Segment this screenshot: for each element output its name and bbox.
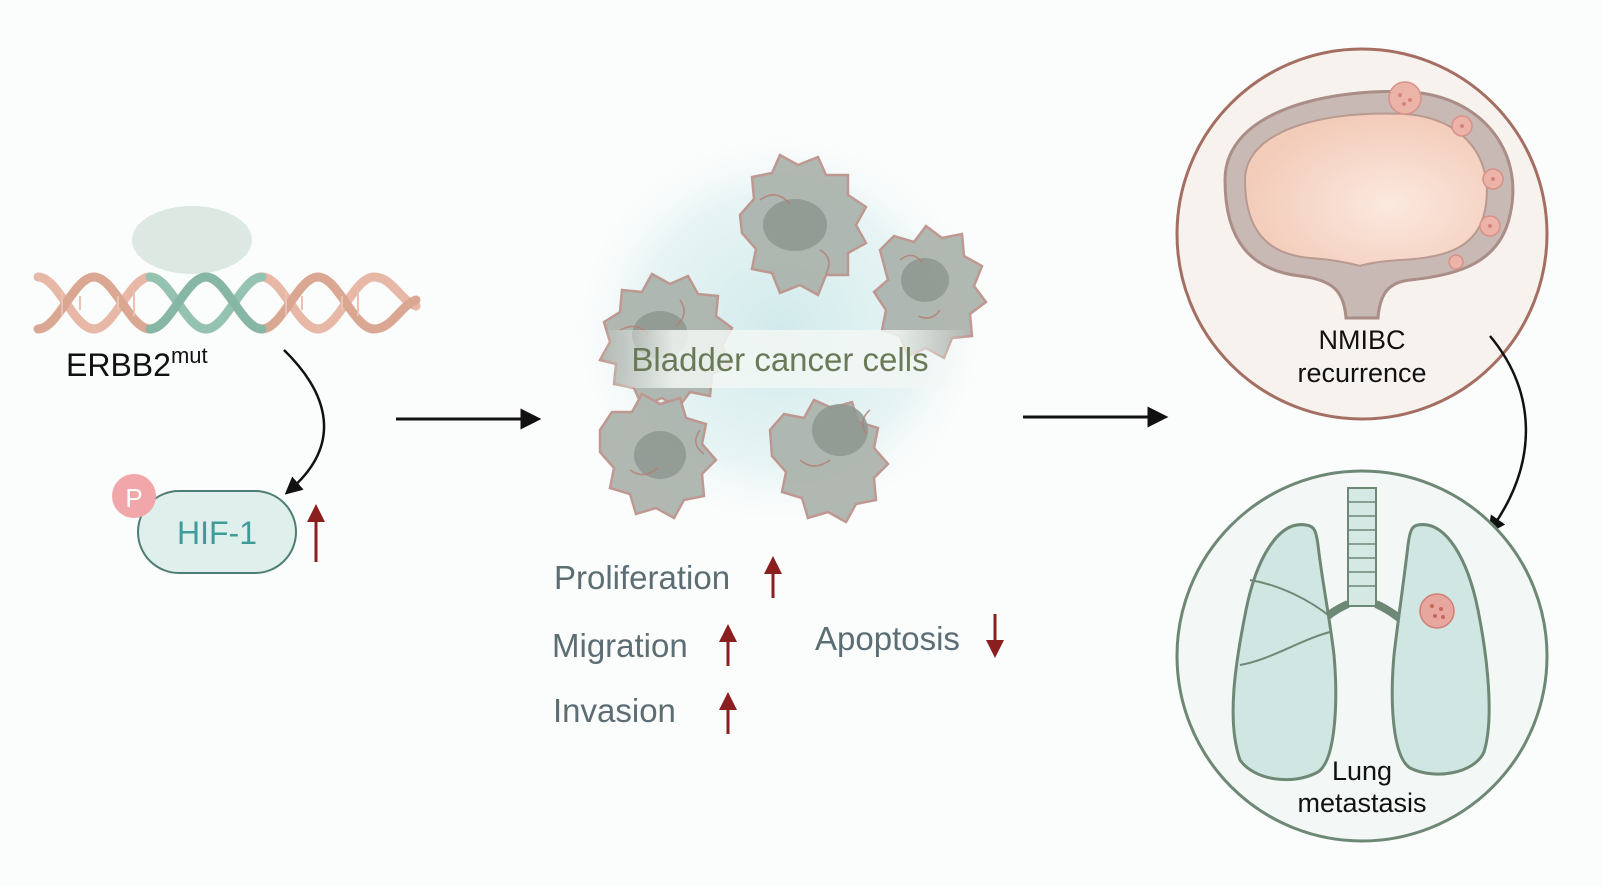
lung-metastasis-circle <box>1175 469 1549 843</box>
effect-label: Invasion <box>553 692 676 729</box>
phosphate-label: P <box>125 483 142 513</box>
effect-down-arrow <box>986 614 1004 658</box>
gene-label: ERBB2mut <box>66 343 208 383</box>
metastasis-label-line1: Lung <box>1332 756 1392 786</box>
effect-up-arrow <box>719 624 737 666</box>
cancer-cells-cluster <box>580 140 988 524</box>
recurrence-label-line1: NMIBC <box>1319 325 1406 355</box>
hif1-label: HIF-1 <box>177 515 257 551</box>
recurrence-to-metastasis-arrow <box>1487 335 1528 534</box>
effect-label: Proliferation <box>554 559 730 596</box>
effect-up-arrow <box>719 692 737 734</box>
hif1-protein: HIF-1 <box>137 490 297 574</box>
metastasis-label-line2: metastasis <box>1297 788 1426 818</box>
cells-label: Bladder cancer cells <box>631 341 928 378</box>
phosphate-badge: P <box>112 474 156 518</box>
effect-label: Apoptosis <box>815 620 960 657</box>
effect-up-arrow <box>764 556 782 598</box>
dna-helix <box>33 206 421 334</box>
gene-to-hif-arrow <box>283 349 326 495</box>
effect-label: Migration <box>552 627 688 664</box>
bladder-recurrence-circle <box>1175 47 1549 421</box>
recurrence-label-line2: recurrence <box>1297 358 1426 388</box>
hif1-up-arrow <box>307 504 325 562</box>
effects-list: Proliferation Migration Invasion Apoptos… <box>552 556 1004 734</box>
